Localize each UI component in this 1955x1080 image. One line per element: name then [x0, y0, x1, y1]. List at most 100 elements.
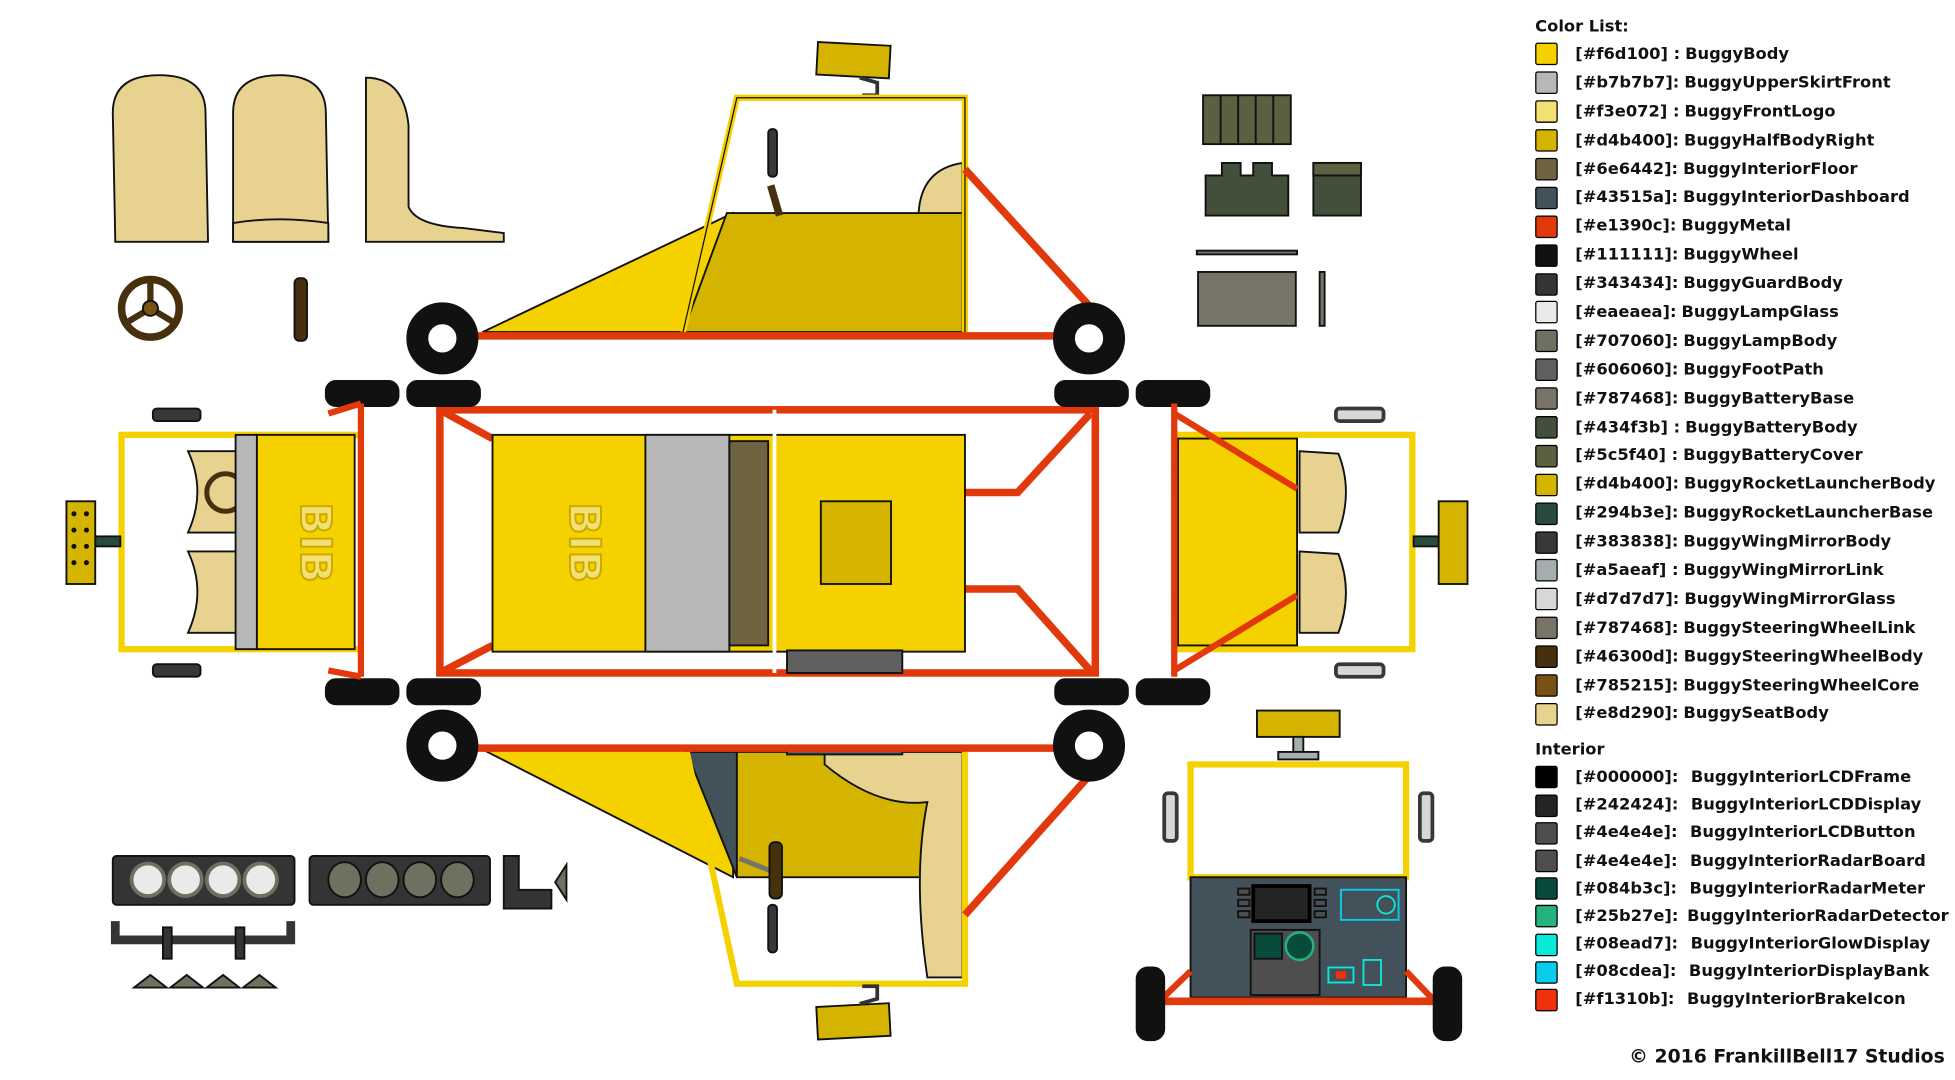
- color-name: BuggyInteriorRadarMeter: [1689, 879, 1926, 899]
- color-swatch: [1535, 43, 1558, 66]
- interior-color-items: [#000000]: BuggyInteriorLCDFrame [#242424]…: [1535, 764, 1949, 1014]
- color-hex: [#a5aeaf] :: [1575, 561, 1679, 581]
- color-hex: [#787468]:: [1575, 389, 1679, 409]
- color-list-item: [#6e6442]:BuggyInteriorFloor: [1535, 155, 1949, 184]
- color-name: BuggyInteriorGlowDisplay: [1690, 935, 1931, 954]
- color-list-item: [#5c5f40] :BuggyBatteryCover: [1535, 442, 1949, 471]
- color-list-item: [#434f3b] :BuggyBatteryBody: [1535, 413, 1949, 442]
- color-hex: [#6e6442]:: [1575, 159, 1679, 179]
- color-hex: [#4e4e4e]:: [1575, 823, 1678, 843]
- color-list-item: [#111111]:BuggyWheel: [1535, 241, 1949, 270]
- color-hex: [#d4b400]:: [1575, 475, 1680, 495]
- seat-bottom: [232, 218, 330, 243]
- color-list-item: [#eaeaea]:BuggyLampGlass: [1535, 298, 1949, 327]
- color-list-item: [#707060]:BuggyLampBody: [1535, 327, 1949, 356]
- logo-text: BIB: [290, 502, 340, 583]
- color-swatch: [1535, 272, 1558, 296]
- steering-link: [293, 277, 308, 342]
- color-hex: [#707060]:: [1575, 331, 1679, 351]
- color-name: BuggySteeringWheelCore: [1683, 676, 1920, 695]
- seat-side: [364, 76, 505, 243]
- color-list-item: [#b7b7b7]:BuggyUpperSkirtFront: [1535, 69, 1949, 98]
- color-list-item: [#f6d100] :BuggyBody: [1535, 40, 1949, 69]
- color-hex: [#084b3c]:: [1575, 879, 1677, 899]
- color-swatch: [1535, 301, 1558, 324]
- color-hex: [#343434]:: [1575, 274, 1679, 294]
- side-view-bottom: [406, 709, 1126, 1041]
- color-name: BuggyBatteryCover: [1683, 446, 1863, 466]
- color-swatch: [1535, 358, 1558, 382]
- color-list-item: [#f1310b]:BuggyInteriorBrakeIcon: [1535, 986, 1949, 1014]
- color-list-item: [#08cdea]: BuggyInteriorDisplayBank: [1535, 958, 1949, 986]
- color-hex: [#294b3e]:: [1575, 504, 1679, 523]
- color-list-item: [#242424]:BuggyInteriorLCDDisplay: [1535, 791, 1949, 819]
- color-name: BuggyRocketLauncherBody: [1684, 475, 1936, 495]
- color-hex: [#d4b400]:: [1575, 131, 1680, 150]
- color-list-item: [#785215]:BuggySteeringWheelCore: [1535, 671, 1949, 700]
- color-swatch: [1535, 186, 1558, 210]
- color-name: BuggySteeringWheelLink: [1683, 618, 1916, 638]
- side-view-top: [406, 40, 1126, 375]
- color-hex: [#e8d290]:: [1575, 704, 1679, 724]
- top-view: BIB: [324, 380, 1211, 706]
- color-list-item: [#f3e072] :BuggyFrontLogo: [1535, 97, 1949, 126]
- copyright: © 2016 FrankillBell17 Studios: [1629, 1045, 1945, 1068]
- color-swatch: [1535, 416, 1558, 439]
- color-name: BuggyLampBody: [1683, 331, 1838, 351]
- color-hex: [#08ead7]:: [1575, 935, 1679, 954]
- color-swatch: [1535, 988, 1558, 1012]
- color-swatch: [1535, 502, 1558, 525]
- color-swatch: [1535, 616, 1558, 640]
- rear-mirror: [815, 40, 892, 80]
- color-name: BuggyInteriorLCDFrame: [1690, 768, 1912, 787]
- color-name: BuggyInteriorDisplayBank: [1688, 962, 1930, 982]
- color-hex: [#000000]:: [1575, 768, 1679, 787]
- color-list-item: [#4e4e4e]: BuggyInteriorLCDButton: [1535, 819, 1949, 847]
- color-name: BuggyInteriorRadarDetector: [1687, 907, 1949, 926]
- color-name: BuggyBatteryBase: [1683, 389, 1855, 409]
- color-name: BuggyInteriorBrakeIcon: [1686, 990, 1906, 1010]
- color-swatch: [1535, 821, 1558, 845]
- color-name: BuggyHalfBodyRight: [1684, 131, 1875, 150]
- color-name: BuggySteeringWheelBody: [1683, 647, 1924, 667]
- color-name: BuggyInteriorFloor: [1683, 159, 1858, 179]
- color-name: BuggyWingMirrorGlass: [1684, 590, 1896, 609]
- steering-wheel: [117, 275, 308, 342]
- color-name: BuggyBatteryBody: [1685, 417, 1858, 437]
- color-list-item: [#084b3c]: BuggyInteriorRadarMeter: [1535, 875, 1949, 903]
- color-name: BuggyInteriorLCDButton: [1690, 823, 1916, 843]
- color-swatch: [1535, 100, 1558, 124]
- color-list-item: [#25b27e]:BuggyInteriorRadarDetector: [1535, 903, 1949, 931]
- color-swatch: [1535, 674, 1558, 697]
- interior-title: Interior: [1535, 741, 1605, 760]
- color-swatch: [1535, 766, 1558, 789]
- color-swatch: [1535, 559, 1558, 583]
- color-hex: [#46300d]:: [1575, 647, 1679, 667]
- color-name: BuggyLampGlass: [1681, 303, 1839, 323]
- color-hex: [#f6d100] :: [1575, 45, 1681, 64]
- seat-parts: [111, 74, 505, 243]
- color-hex: [#787468]:: [1575, 618, 1679, 638]
- color-list-item: [#e8d290]:BuggySeatBody: [1535, 700, 1949, 729]
- color-swatch: [1535, 157, 1558, 181]
- color-name: BuggyGuardBody: [1683, 274, 1843, 294]
- seat-back: [232, 74, 330, 243]
- color-list-item: [#343434]:BuggyGuardBody: [1535, 270, 1949, 299]
- color-list-item: [#08ead7]: BuggyInteriorGlowDisplay: [1535, 931, 1949, 959]
- color-name: BuggyInteriorDashboard: [1683, 188, 1910, 208]
- color-list-item: [#e1390c]:BuggyMetal: [1535, 212, 1949, 241]
- color-name: BuggyBody: [1685, 45, 1789, 64]
- color-swatch: [1535, 243, 1558, 267]
- color-name: BuggyRocketLauncherBase: [1683, 504, 1934, 523]
- color-hex: [#785215]:: [1575, 676, 1679, 695]
- color-name: BuggyMetal: [1681, 217, 1791, 236]
- color-name: BuggyUpperSkirtFront: [1684, 73, 1891, 93]
- color-list-item: [#606060]:BuggyFootPath: [1535, 356, 1949, 385]
- dashboard-view: [1135, 709, 1463, 1042]
- color-list-item: [#787468]:BuggySteeringWheelLink: [1535, 614, 1949, 643]
- color-hex: [#08cdea]:: [1575, 962, 1677, 982]
- color-swatch: [1535, 129, 1558, 152]
- color-list-item: [#d4b400]:BuggyHalfBodyRight: [1535, 126, 1949, 155]
- rear-mirror: [815, 1002, 892, 1041]
- color-list-title: Color List:: [1535, 17, 1629, 37]
